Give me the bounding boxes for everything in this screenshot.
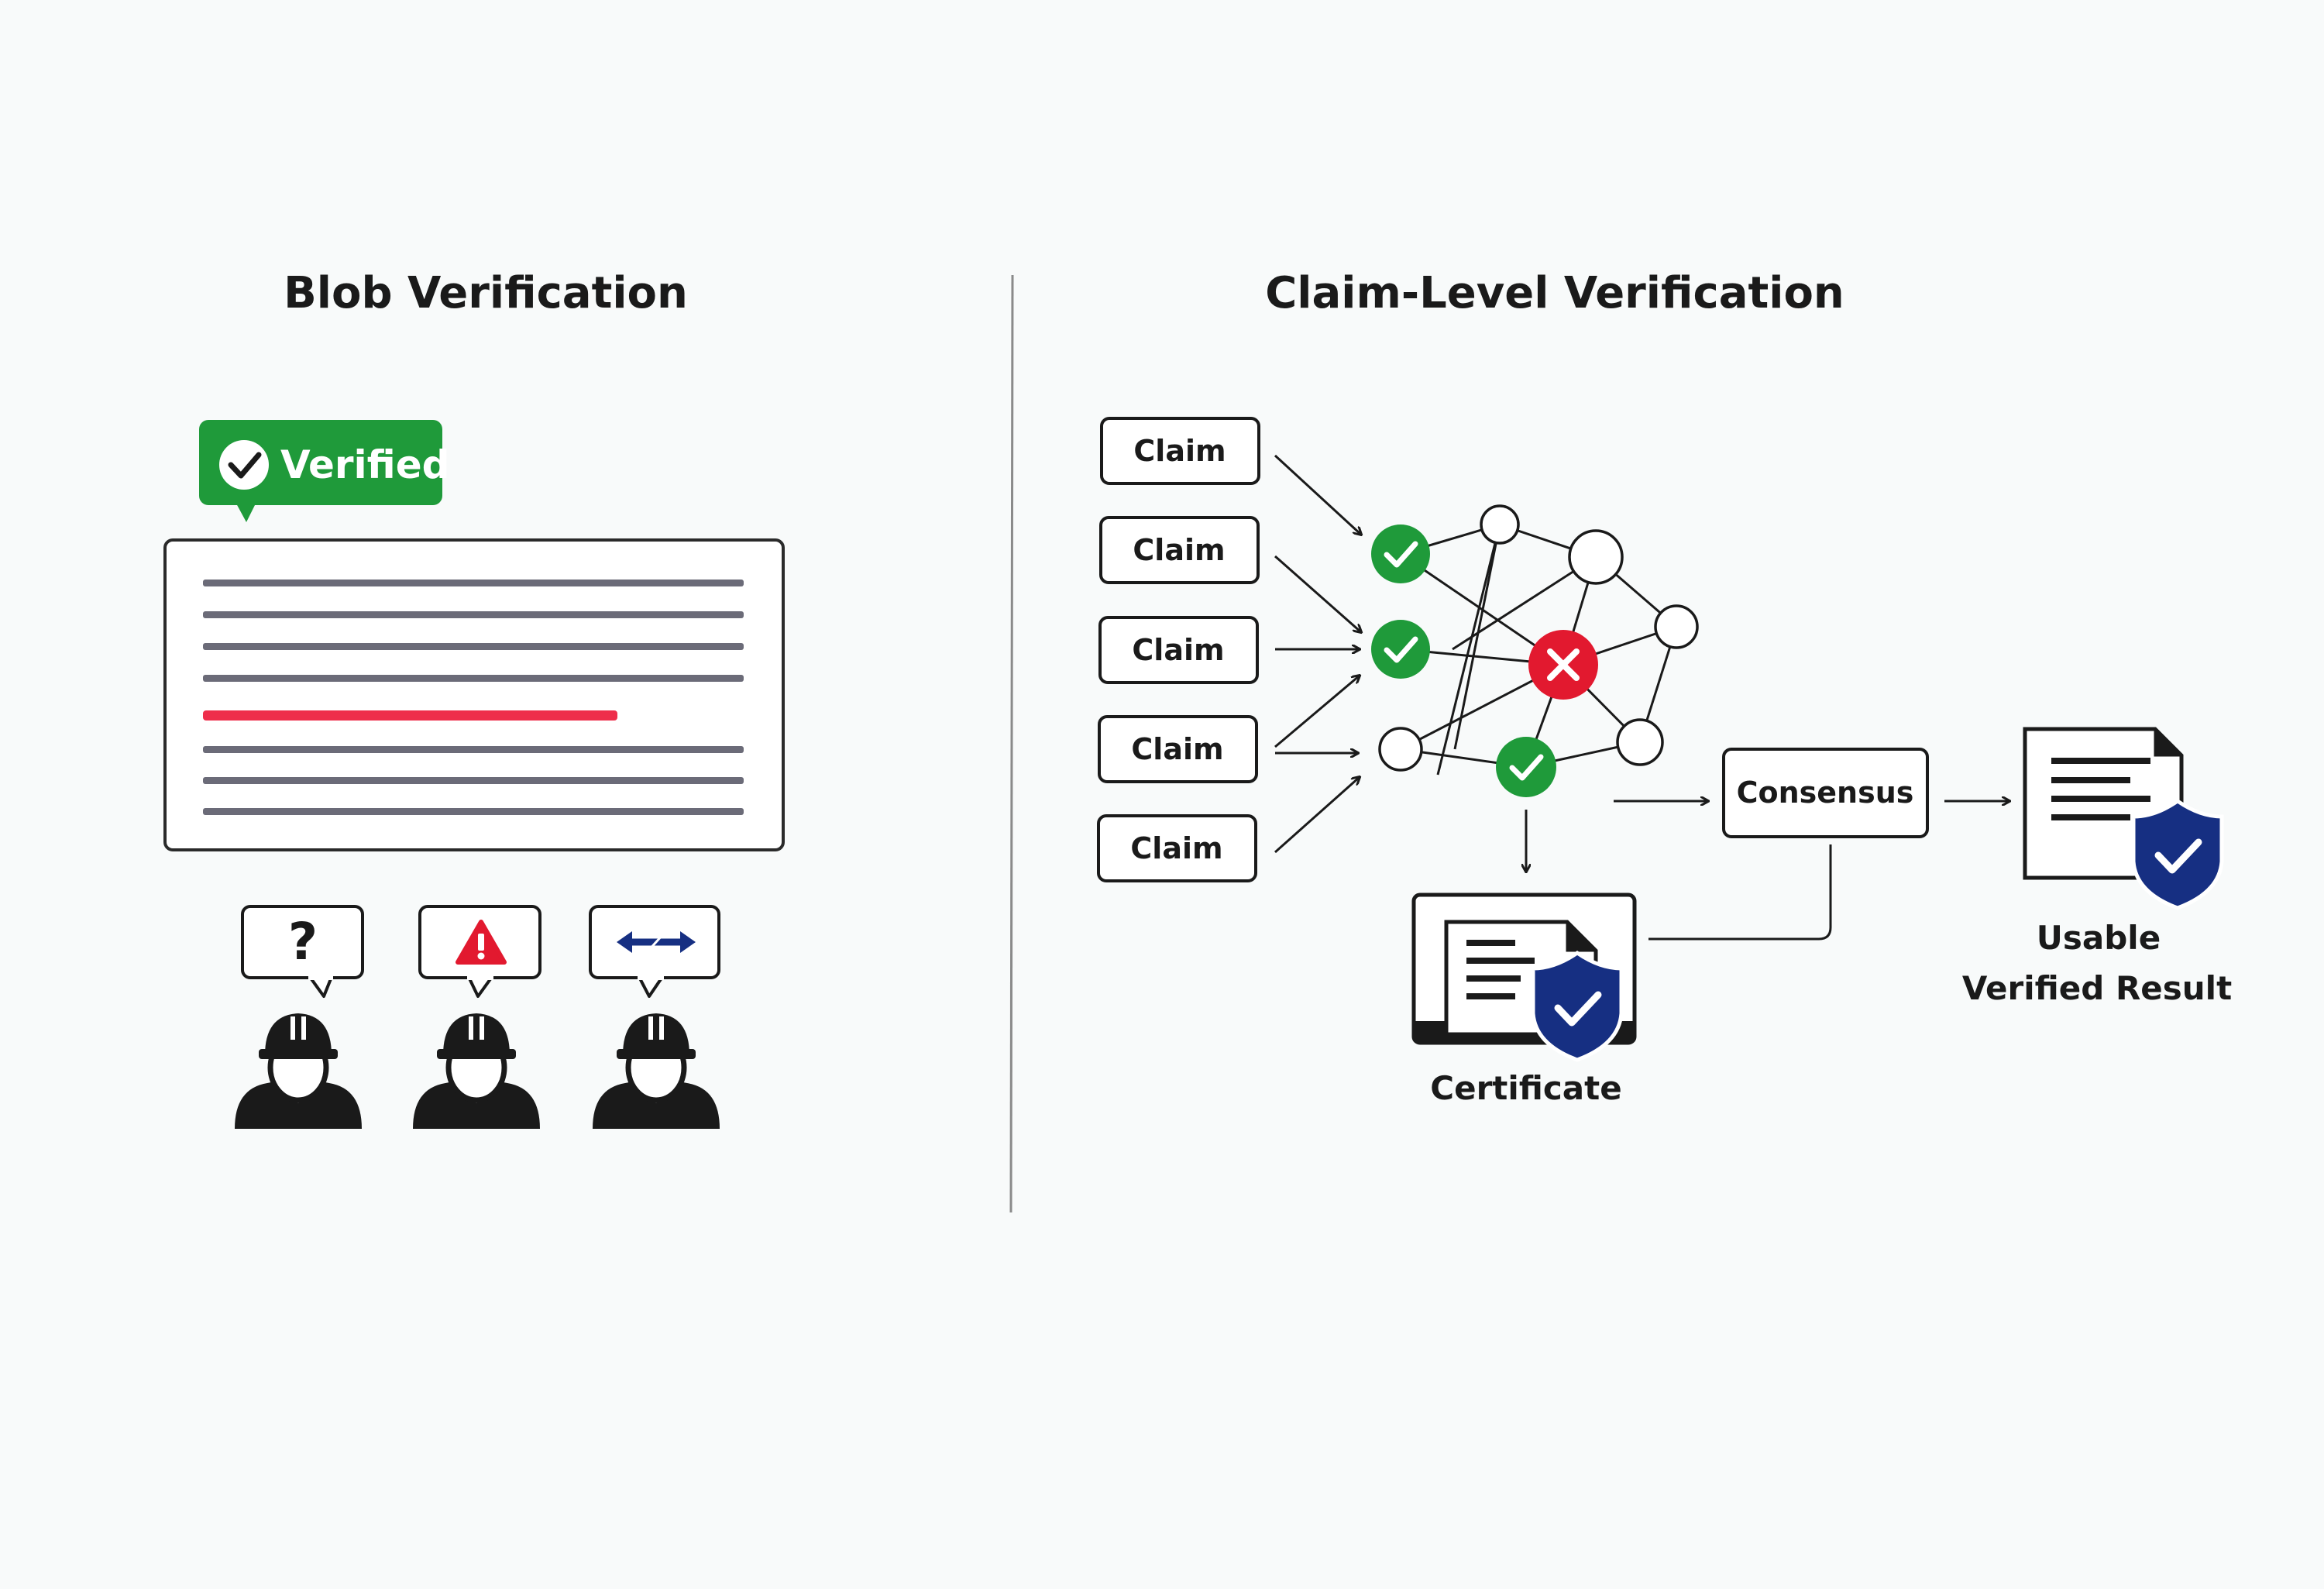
text-line: [203, 580, 744, 586]
claim-box: Claim: [1097, 814, 1257, 882]
certificate-icon: [1411, 893, 1637, 1062]
claim-level-verification-title: Claim-Level Verification: [1265, 268, 1844, 318]
claim-arrows: [1274, 454, 1361, 854]
warning-icon: [456, 920, 507, 965]
worker-avatar-icon: [413, 1013, 540, 1129]
result-label-line2: Verified Result: [1962, 969, 2232, 1007]
verified-badge-label: Verified: [280, 442, 449, 487]
claim-label: Claim: [1131, 732, 1223, 766]
worker-avatar-icon: [593, 1013, 720, 1129]
claim-arrow: [1274, 676, 1360, 748]
check-circle-icon: [219, 440, 269, 490]
blob-verification-title: Blob Verification: [284, 268, 688, 318]
network-node: [1654, 604, 1699, 649]
reviewer-1: ?: [235, 905, 364, 1129]
text-line: [203, 777, 744, 784]
verified-badge: Verified: [199, 420, 449, 522]
text-line: [203, 675, 744, 682]
claim-box: Claim: [1099, 516, 1260, 584]
text-line: [203, 808, 744, 815]
consensus-certificate-connector: [1648, 844, 1832, 941]
text-line: [203, 611, 744, 618]
flagged-text-line: [203, 710, 617, 721]
claim-arrow: [1274, 454, 1361, 535]
question-mark-icon: ?: [288, 912, 318, 972]
shield-check-icon: [1531, 950, 1624, 1062]
document-blob: [163, 538, 785, 851]
verified-result-document-icon: [2023, 727, 2224, 910]
worker-avatar-icon: [235, 1013, 362, 1129]
rejected-node-x-icon: [1528, 630, 1598, 700]
certificate-label: Certificate: [1430, 1069, 1621, 1107]
network-node: [1616, 718, 1664, 766]
network-node: [1378, 727, 1423, 772]
consensus-label: Consensus: [1737, 776, 1914, 810]
panel-divider: [1009, 274, 1014, 1213]
shield-check-icon: [2131, 798, 2224, 910]
reviewer-2: [413, 905, 541, 1129]
network-node: [1480, 504, 1520, 545]
double-arrow-icon: [617, 931, 696, 953]
consensus-box: Consensus: [1722, 748, 1929, 838]
claim-box: Claim: [1098, 616, 1259, 684]
verified-node-check-icon: [1496, 737, 1556, 797]
claim-label: Claim: [1133, 533, 1225, 567]
text-line: [203, 746, 744, 753]
text-line: [203, 643, 744, 650]
claim-arrow: [1274, 777, 1360, 854]
claim-label: Claim: [1133, 434, 1226, 468]
claim-box: Claim: [1100, 417, 1260, 485]
result-label-line1: Usable: [2037, 919, 2161, 957]
verified-node-check-icon: [1371, 620, 1430, 679]
claim-label: Claim: [1132, 633, 1224, 667]
verified-node-check-icon: [1371, 525, 1430, 583]
reviewer-3: [589, 905, 720, 1129]
claim-box: Claim: [1098, 715, 1258, 783]
network-node: [1568, 529, 1624, 585]
claim-label: Claim: [1130, 831, 1222, 865]
claim-arrow: [1274, 555, 1361, 632]
